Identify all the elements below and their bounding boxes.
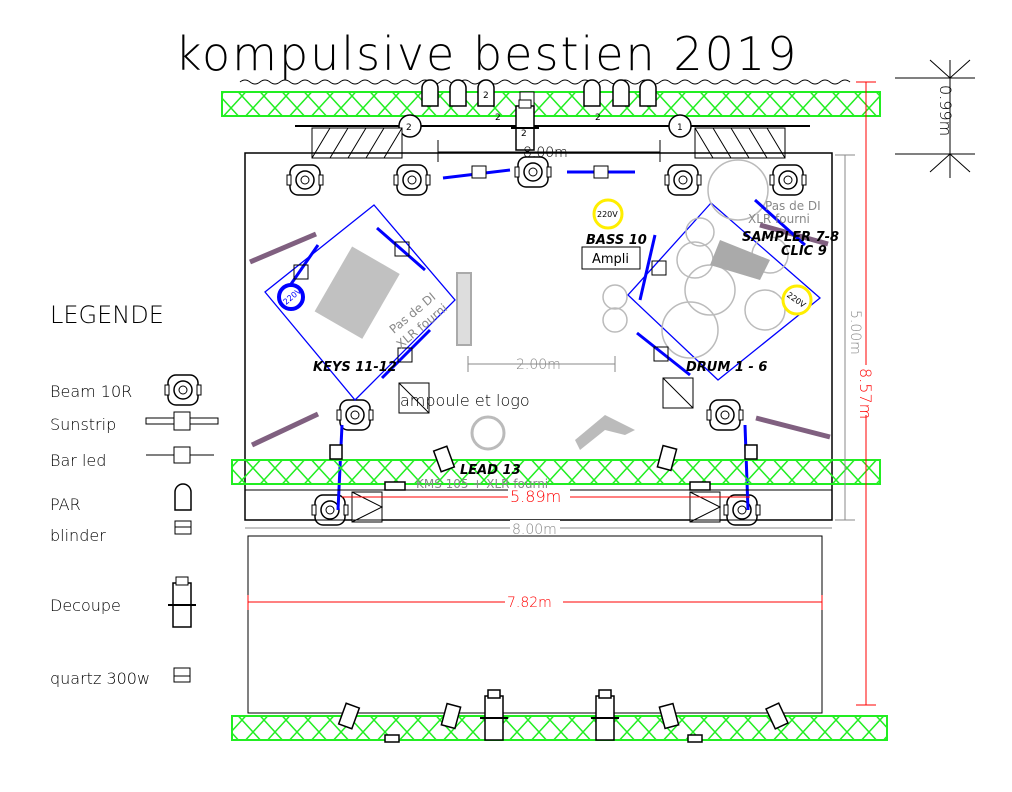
power-outlet-icon (277, 283, 305, 311)
legend-label: PAR (50, 495, 81, 514)
dimension-total-depth: 8.57m (856, 81, 876, 706)
dimension-truss-offset: 0.99m (895, 59, 975, 178)
amp-label: Ampli (592, 252, 629, 267)
quartz-icon (173, 667, 191, 683)
dimension-label: 8.57m (856, 368, 875, 419)
front-of-house-area (247, 535, 823, 714)
dimension-label: 5.00m (847, 310, 863, 355)
foh-fixtures (337, 689, 789, 743)
dimension-label: 2.00m (516, 357, 561, 373)
blinder-icon (174, 520, 192, 535)
front-par-fixtures (329, 444, 758, 491)
legend-heading: LEGENDE (50, 301, 164, 329)
power-outlet-icon (592, 198, 624, 230)
dimension-stage-depth: 5.00m (835, 154, 863, 521)
sunstrip-icon (145, 411, 219, 431)
bass-label: BASS 10 (586, 233, 647, 248)
dimension-label: 8.00m (512, 522, 557, 538)
drums-label: DRUM 1 - 6 (686, 360, 767, 375)
dimension-front-width: 8.00m (245, 520, 832, 538)
beam-icon (164, 374, 202, 406)
legend: LEGENDE Beam 10R Sunstrip Bar led PAR bl… (50, 301, 219, 688)
dimension-riser-gap: 2.00m (467, 356, 616, 373)
lead-label: LEAD 13 (460, 463, 521, 478)
center-prop: ampoule et logo (398, 377, 694, 451)
fixture-number: 2 (495, 113, 501, 123)
dimension-label: 7.82m (507, 595, 552, 611)
sampler-label: SAMPLER 7-8 (742, 230, 839, 245)
front-truss (231, 459, 881, 485)
center-prop-label: ampoule et logo (400, 391, 530, 410)
dimension-lower-width: 7.82m (247, 594, 823, 611)
power-outlet-icon (781, 284, 813, 316)
fixture-number: 2 (595, 113, 601, 123)
legend-label: Beam 10R (50, 382, 132, 401)
legend-label: blinder (50, 526, 106, 545)
par-icon (174, 483, 192, 511)
fixture-number: 2 (483, 91, 489, 101)
legend-label: Sunstrip (50, 415, 116, 434)
legend-label: quartz 300w (50, 669, 150, 688)
bass-position: 220V BASS 10 Ampli (581, 198, 647, 270)
dimension-front-truss: 5.89m (342, 487, 750, 506)
drum-riser: 220V DRUM 1 - 6 (602, 159, 822, 381)
bar-led-caps (471, 165, 609, 179)
plot-title: kompulsive bestien 2019 (175, 27, 798, 81)
dimension-label: 0.99m (936, 85, 955, 136)
backdrop-curtain (239, 79, 851, 85)
fixture-number: 2 (406, 123, 412, 133)
foh-truss (231, 715, 888, 741)
click-label: CLIC 9 (781, 244, 827, 259)
fixture-number: 2 (521, 129, 527, 139)
lead-note: KMS 105 + XLR fourni (416, 477, 548, 491)
sampler-note: XLR fourni (748, 212, 810, 226)
decoupe-icon (167, 576, 197, 628)
fixture-number: 1 (677, 123, 683, 133)
sampler-note: Pas de DI (765, 199, 821, 213)
amp-box (581, 246, 641, 270)
power-label: 220V (597, 210, 618, 219)
sampler-position: Pas de DI XLR fourni SAMPLER 7-8 CLIC 9 (742, 198, 839, 259)
decoupe-fixtures-top: 2 2 1 (398, 99, 692, 151)
upstage-truss (221, 91, 881, 117)
legend-label: Decoupe (50, 596, 121, 615)
dimension-top-width: 8.00m (437, 140, 661, 162)
keys-riser: 220V Pas de DI XLR fourni KEYS 11-12 (264, 204, 456, 401)
dimension-label: 5.89m (510, 487, 561, 506)
keys-label: KEYS 11-12 (313, 360, 397, 375)
bar-led-icon (146, 446, 214, 464)
legend-label: Bar led (50, 451, 106, 470)
monitor-riser (456, 272, 472, 346)
